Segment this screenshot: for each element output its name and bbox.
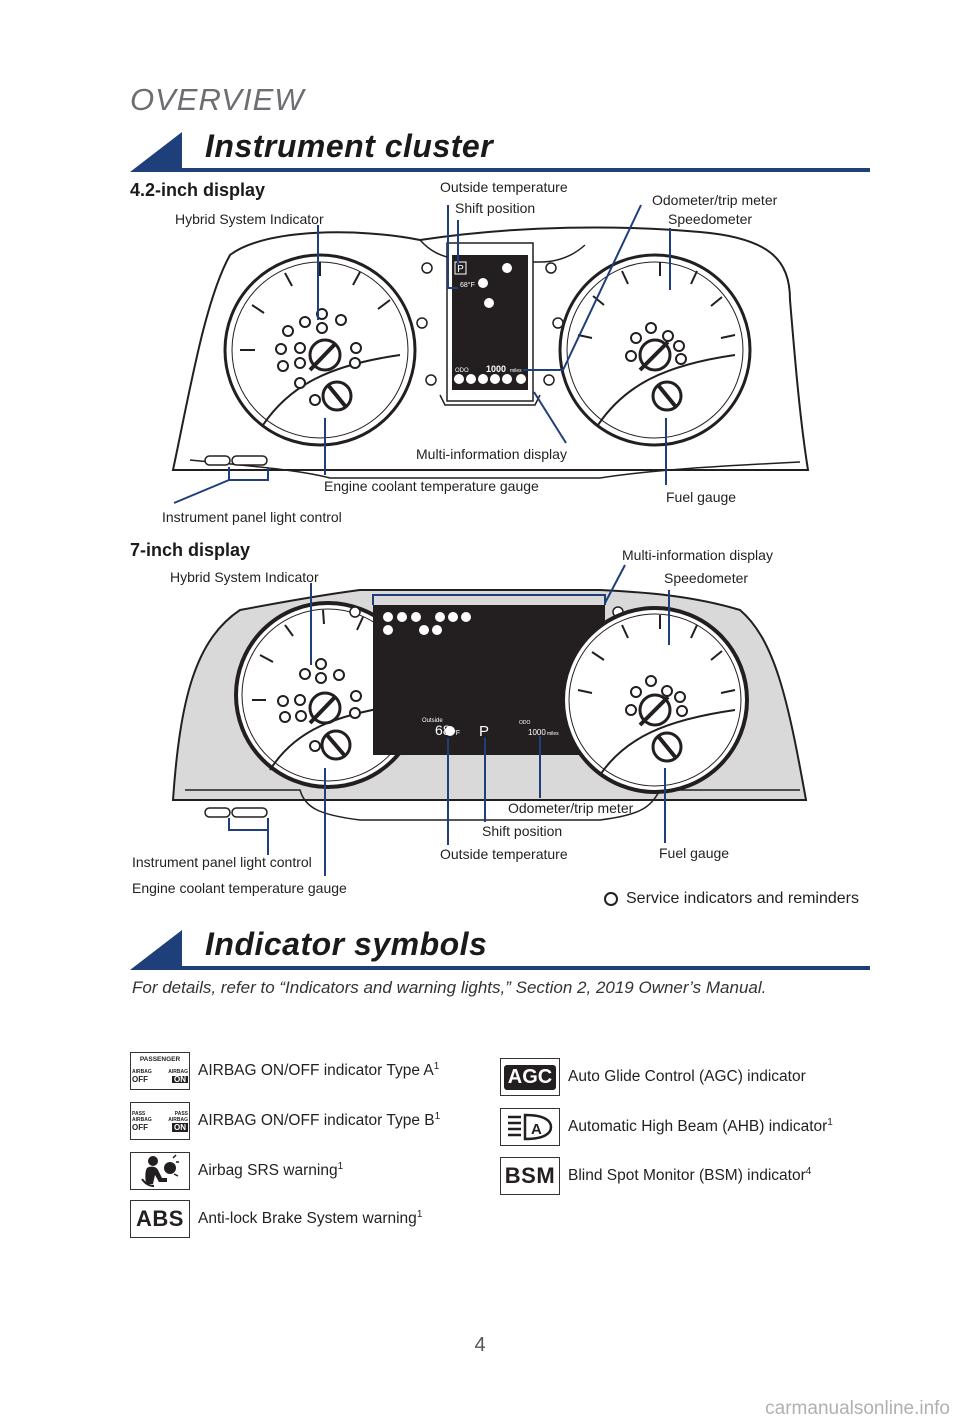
overview-heading: OVERVIEW xyxy=(130,82,305,117)
agc-icon: AGC xyxy=(500,1058,560,1096)
indicator-ahb: A Automatic High Beam (AHB) indicator1 xyxy=(500,1108,833,1146)
svg-text:ODO: ODO xyxy=(455,368,469,374)
display7-heading: 7-inch display xyxy=(130,540,251,560)
label-hybrid-system-indicator: Hybrid System Indicator xyxy=(175,211,324,227)
page-number: 4 xyxy=(474,1334,486,1356)
circle-icon xyxy=(604,892,618,906)
abs-icon: ABS xyxy=(130,1200,190,1238)
svg-text:miles: miles xyxy=(547,731,559,737)
label-hybrid-system-indicator: Hybrid System Indicator xyxy=(170,569,319,585)
label-multi-information-display: Multi-information display xyxy=(416,446,567,462)
svg-text:ODO: ODO xyxy=(519,720,531,726)
label-multi-information-display: Multi-information display xyxy=(622,547,773,563)
svg-text:1000: 1000 xyxy=(486,364,506,374)
indicator-airbag-srs: Airbag SRS warning1 xyxy=(130,1152,343,1190)
svg-text:68: 68 xyxy=(435,722,451,738)
svg-text:miles: miles xyxy=(510,368,522,374)
label-shift-position: Shift position xyxy=(455,200,536,216)
airbag-on-off-icon: PASSENGER AIRBAG OFF AIRBAG ON xyxy=(130,1052,190,1090)
label-fuel-gauge: Fuel gauge xyxy=(666,489,737,505)
svg-text:P: P xyxy=(457,264,464,275)
label-instrument-panel-light-control: Instrument panel light control xyxy=(132,854,312,870)
section-title: Instrument cluster xyxy=(205,128,494,164)
label-odometer-trip-meter: Odometer/trip meter xyxy=(508,800,634,816)
indicator-agc: AGC Auto Glide Control (AGC) indicator xyxy=(500,1058,806,1096)
display42-heading: 4.2-inch display xyxy=(130,180,266,200)
label-speedometer: Speedometer xyxy=(664,570,749,586)
svg-text:°F: °F xyxy=(453,729,460,737)
label-engine-coolant-temperature-gauge: Engine coolant temperature gauge xyxy=(132,880,347,896)
indicator-bsm: BSM Blind Spot Monitor (BSM) indicator4 xyxy=(500,1157,811,1195)
svg-text:A: A xyxy=(531,1121,542,1138)
cluster-7: Outside 68 °F P ODO 1000 miles xyxy=(171,589,808,821)
svg-text:P: P xyxy=(479,723,489,740)
airbag-on-off-icon: PASS AIRBAG OFF PASS AIRBAG ON xyxy=(130,1102,190,1140)
indicator-abs: ABS Anti-lock Brake System warning1 xyxy=(130,1200,422,1238)
legend-service-indicators: Service indicators and reminders xyxy=(604,890,859,908)
svg-text:68°F: 68°F xyxy=(460,281,475,289)
auto-high-beam-icon: A xyxy=(500,1108,560,1146)
svg-text:1000: 1000 xyxy=(528,728,546,737)
airbag-srs-icon xyxy=(130,1152,190,1190)
leaders-4-2 xyxy=(173,204,671,504)
section-marker-icon xyxy=(130,930,182,970)
section-title: Indicator symbols xyxy=(205,926,488,962)
label-outside-temperature: Outside temperature xyxy=(440,179,568,195)
label-shift-position: Shift position xyxy=(482,823,563,839)
intro-text: For details, refer to “Indicators and wa… xyxy=(132,978,767,997)
section-instrument-cluster: Instrument cluster xyxy=(130,128,870,176)
watermark: carmanualsonline.info xyxy=(765,1398,950,1419)
section-marker-icon xyxy=(130,132,182,172)
label-engine-coolant-temperature-gauge: Engine coolant temperature gauge xyxy=(324,478,539,494)
label-odometer-trip-meter: Odometer/trip meter xyxy=(652,192,778,208)
label-speedometer: Speedometer xyxy=(668,211,753,227)
bsm-icon: BSM xyxy=(500,1157,560,1195)
svg-text:Outside: Outside xyxy=(422,718,443,724)
section-indicator-symbols: Indicator symbols xyxy=(130,926,870,974)
indicator-airbag-type-b: PASS AIRBAG OFF PASS AIRBAG ON AIRBAG ON… xyxy=(130,1102,440,1140)
label-fuel-gauge: Fuel gauge xyxy=(659,845,730,861)
label-instrument-panel-light-control: Instrument panel light control xyxy=(162,509,342,525)
label-outside-temperature: Outside temperature xyxy=(440,846,568,862)
indicator-airbag-type-a: PASSENGER AIRBAG OFF AIRBAG ON AIRBAG ON… xyxy=(130,1052,439,1090)
leaders-7 xyxy=(228,564,670,876)
cluster-4-2: P 68°F ODO 1000 miles xyxy=(171,226,810,479)
